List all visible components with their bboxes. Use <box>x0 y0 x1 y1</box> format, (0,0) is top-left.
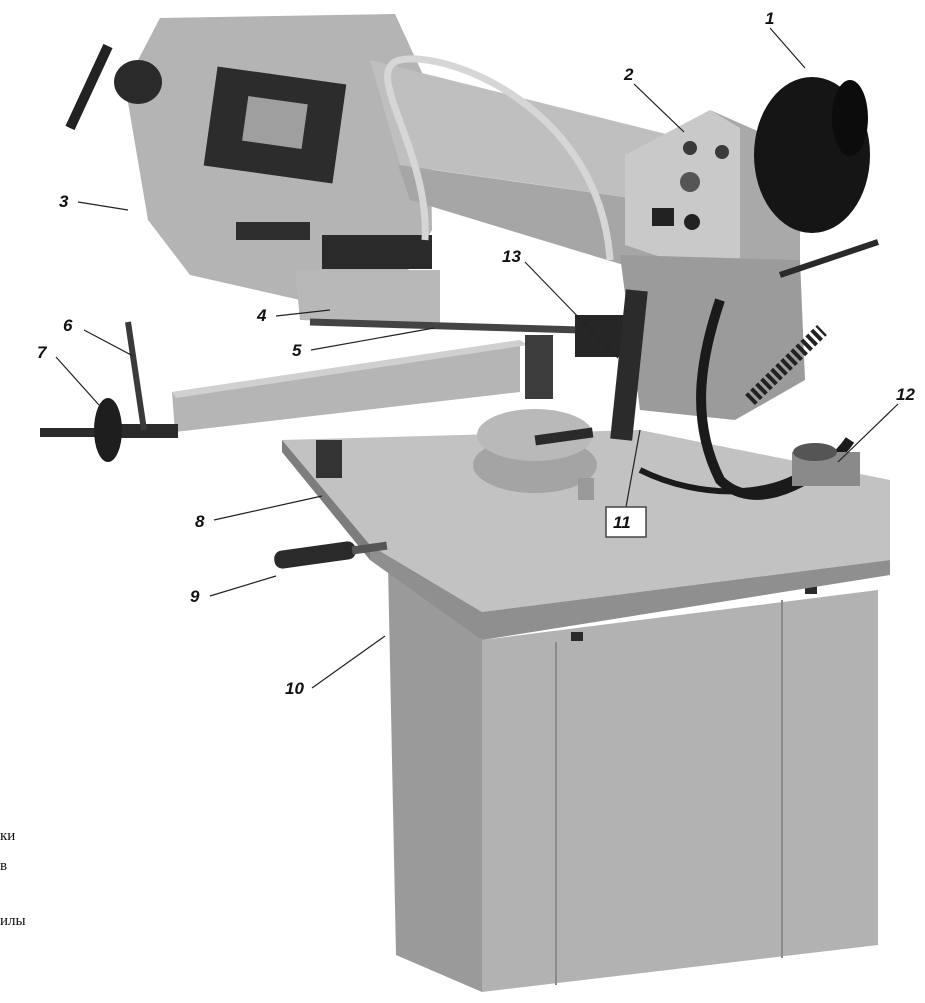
tension-knob <box>114 60 162 104</box>
leader-11 <box>625 429 641 508</box>
callout-1: 1 <box>765 9 774 28</box>
coolant-hose <box>384 55 614 261</box>
vise-beam <box>172 340 520 432</box>
leader-9 <box>209 575 277 597</box>
leader-5 <box>310 327 435 351</box>
blade-guide-arm <box>322 235 432 269</box>
quick-lever <box>534 427 594 446</box>
callout-3: 3 <box>59 192 69 211</box>
saw-blade <box>309 318 581 334</box>
tension-plate <box>242 96 308 149</box>
start-button <box>683 141 697 155</box>
table-front-edge <box>370 545 890 640</box>
tension-handle <box>65 43 113 131</box>
aux-knob <box>684 214 700 230</box>
motor-cap <box>832 80 868 156</box>
stop-rod <box>125 321 147 431</box>
vise-jaw <box>525 335 553 399</box>
stop-button <box>715 145 729 159</box>
cabinet-left-face <box>388 565 482 992</box>
callout-9: 9 <box>190 587 200 606</box>
table-left-edge <box>282 440 370 560</box>
leader-4 <box>275 309 331 317</box>
leader-2 <box>633 83 685 133</box>
blade-guard <box>295 270 440 325</box>
vise-screw-rod <box>40 428 112 437</box>
callout-10: 10 <box>285 679 304 698</box>
cabinet-front-face <box>482 590 878 992</box>
return-lever <box>779 239 879 278</box>
table-top <box>282 430 890 612</box>
lever-rod <box>351 541 388 555</box>
leader-7 <box>55 356 100 406</box>
callout-8: 8 <box>195 512 205 531</box>
callout-5: 5 <box>292 341 302 360</box>
leader-8 <box>213 495 323 521</box>
callout-leaders <box>55 27 899 689</box>
leader-3 <box>77 201 129 211</box>
vise-post <box>316 440 342 478</box>
motor-assembly <box>610 77 879 500</box>
leader-10 <box>311 635 386 689</box>
cut-text-line-2: в <box>0 858 8 874</box>
spring <box>745 324 827 406</box>
vise-assembly <box>40 321 594 478</box>
callout-12: 12 <box>896 385 915 404</box>
callout-2: 2 <box>623 65 634 84</box>
cabinet-bolt <box>571 632 583 641</box>
bow-arm <box>370 60 690 205</box>
vise-beam-top <box>172 340 528 398</box>
cabinet-stand <box>388 565 878 992</box>
turntable-top <box>477 409 593 461</box>
pump-top <box>793 443 837 461</box>
callout-numbers: 1 2 3 4 5 6 7 8 9 10 11 12 13 <box>37 9 915 698</box>
work-table <box>282 430 890 640</box>
callout-13: 13 <box>502 247 521 266</box>
lever-handle <box>274 541 388 569</box>
callout-11: 11 <box>613 513 631 532</box>
leader-12 <box>837 403 899 463</box>
turntable <box>473 409 597 500</box>
leader-6 <box>83 329 134 357</box>
main-switch <box>652 208 674 226</box>
vise-handwheel <box>94 398 122 462</box>
callout-4: 4 <box>256 306 267 325</box>
lever-grip <box>274 541 356 569</box>
leader-13 <box>524 261 619 359</box>
callout-7: 7 <box>37 343 48 362</box>
turntable-block <box>578 478 594 500</box>
guide-handle <box>236 222 310 240</box>
callout-11-box <box>605 506 647 538</box>
hydraulic-cylinder <box>610 289 648 441</box>
vise-screw <box>108 424 178 438</box>
leader-1 <box>769 27 806 69</box>
cut-text-line-1: ки <box>0 828 16 844</box>
saw-bow <box>65 14 690 357</box>
cut-text-line-3: илы <box>0 913 26 929</box>
cabinet-bolt <box>805 585 817 594</box>
callout-6: 6 <box>63 316 73 335</box>
speed-knob <box>680 172 700 192</box>
